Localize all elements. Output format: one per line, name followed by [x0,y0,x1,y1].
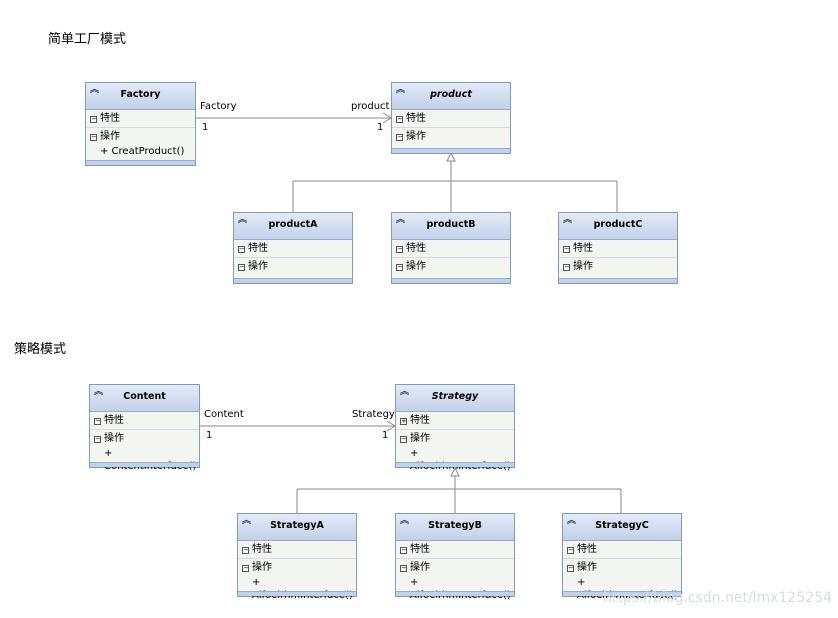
association-source-multiplicity: 1 [202,122,209,133]
operations-label: 操作 [406,261,426,272]
collapse-minus-icon[interactable]: − [400,564,407,572]
association-source-role: Factory [200,101,237,112]
collapse-chevron-icon[interactable]: ︽ [238,215,248,225]
class-name: Factory [120,89,161,100]
collapse-chevron-icon[interactable]: ︽ [400,387,410,397]
expand-plus-icon[interactable]: + [400,417,407,425]
operations-label: 操作 [252,562,272,573]
operations-label: 操作 [410,433,430,444]
class-product-c[interactable]: ︽productC −特性 −操作 [558,212,678,284]
class-name: StrategyC [595,520,649,531]
collapse-chevron-icon[interactable]: ︽ [567,516,577,526]
class-product-b[interactable]: ︽productB −特性 −操作 [391,212,511,284]
operation: + ContentInterface() [104,448,196,472]
class-name: Content [123,391,166,402]
collapse-minus-icon[interactable]: − [567,546,574,554]
attributes-label: 特性 [410,544,430,555]
operations-label: 操作 [577,562,597,573]
section-title-strategy: 策略模式 [14,342,67,357]
operation: + AlfoeirhmInterface() [252,577,353,601]
operations-label: 操作 [100,131,120,142]
class-name: StrategyB [428,520,482,531]
collapse-minus-icon[interactable]: − [238,245,245,253]
operations-label: 操作 [410,562,430,573]
collapse-minus-icon[interactable]: − [400,546,407,554]
attributes-label: 特性 [104,415,124,426]
association-source-role: Content [204,409,244,420]
collapse-chevron-icon[interactable]: ︽ [242,516,252,526]
collapse-minus-icon[interactable]: − [238,263,245,271]
class-name: product [430,89,472,100]
association-target-role: product [351,101,390,112]
collapse-minus-icon[interactable]: − [396,263,403,271]
association-source-multiplicity: 1 [206,430,213,441]
collapse-minus-icon[interactable]: − [396,133,403,141]
class-product[interactable]: ︽product −特性 −操作 [391,82,511,154]
collapse-chevron-icon[interactable]: ︽ [400,516,410,526]
operation: + AlfoeirhmInterface() [410,577,511,601]
attributes-label: 特性 [577,544,597,555]
class-product-a[interactable]: ︽productA −特性 −操作 [233,212,353,284]
collapse-chevron-icon[interactable]: ︽ [94,387,104,397]
attributes-label: 特性 [252,544,272,555]
collapse-chevron-icon[interactable]: ︽ [563,215,573,225]
class-name: productC [593,219,643,230]
collapse-minus-icon[interactable]: − [242,564,249,572]
class-name: productB [426,219,476,230]
attributes-label: 特性 [248,243,268,254]
attributes-label: 特性 [410,415,430,426]
attributes-label: 特性 [406,243,426,254]
collapse-minus-icon[interactable]: − [400,435,407,443]
association-target-multiplicity: 1 [382,430,389,441]
operations-label: 操作 [406,131,426,142]
collapse-minus-icon[interactable]: − [94,417,101,425]
attributes-label: 特性 [573,243,593,254]
operations-label: 操作 [104,433,124,444]
class-factory[interactable]: ︽Factory −特性 −操作 + CreatProduct() [85,82,196,166]
class-name: StrategyA [270,520,324,531]
collapse-minus-icon[interactable]: − [242,546,249,554]
collapse-chevron-icon[interactable]: ︽ [396,85,406,95]
association-target-role: Strategy [352,409,395,420]
generalization-arrowhead [446,151,456,162]
operations-label: 操作 [573,261,593,272]
collapse-chevron-icon[interactable]: ︽ [90,85,100,95]
attributes-label: 特性 [406,113,426,124]
attributes-label: 特性 [100,113,120,124]
collapse-minus-icon[interactable]: − [90,115,97,123]
collapse-minus-icon[interactable]: − [90,133,97,141]
class-strategy-a[interactable]: ︽StrategyA −特性 −操作 + AlfoeirhmInterface(… [237,513,357,601]
section-title-simple-factory: 简单工厂模式 [48,32,127,47]
collapse-minus-icon[interactable]: − [396,245,403,253]
class-name: Strategy [431,391,479,402]
operations-label: 操作 [248,261,268,272]
class-content[interactable]: ︽Content −特性 −操作 + ContentInterface() [89,384,200,472]
collapse-minus-icon[interactable]: − [563,245,570,253]
class-name: productA [268,219,318,230]
operation: + CreatProduct() [100,146,185,157]
collapse-minus-icon[interactable]: − [563,263,570,271]
collapse-minus-icon[interactable]: − [396,115,403,123]
collapse-chevron-icon[interactable]: ︽ [396,215,406,225]
collapse-minus-icon[interactable]: − [567,564,574,572]
watermark: https://blog.csdn.net/lmx125254 [603,590,833,606]
class-strategy-c[interactable]: ︽StrategyC −特性 −操作 + AlfoeirhmInterface(… [562,513,682,601]
class-strategy[interactable]: ︽ Strategy +特性 −操作 + AlfoeirhmInterface() [395,384,515,472]
generalization-arrowhead [450,466,460,477]
association-target-multiplicity: 1 [377,122,384,133]
operation: + AlfoeirhmInterface() [410,448,511,472]
class-strategy-b[interactable]: ︽StrategyB −特性 −操作 + AlfoeirhmInterface(… [395,513,515,601]
collapse-minus-icon[interactable]: − [94,435,101,443]
operation: + AlfoeirhmInterface() [577,577,678,601]
